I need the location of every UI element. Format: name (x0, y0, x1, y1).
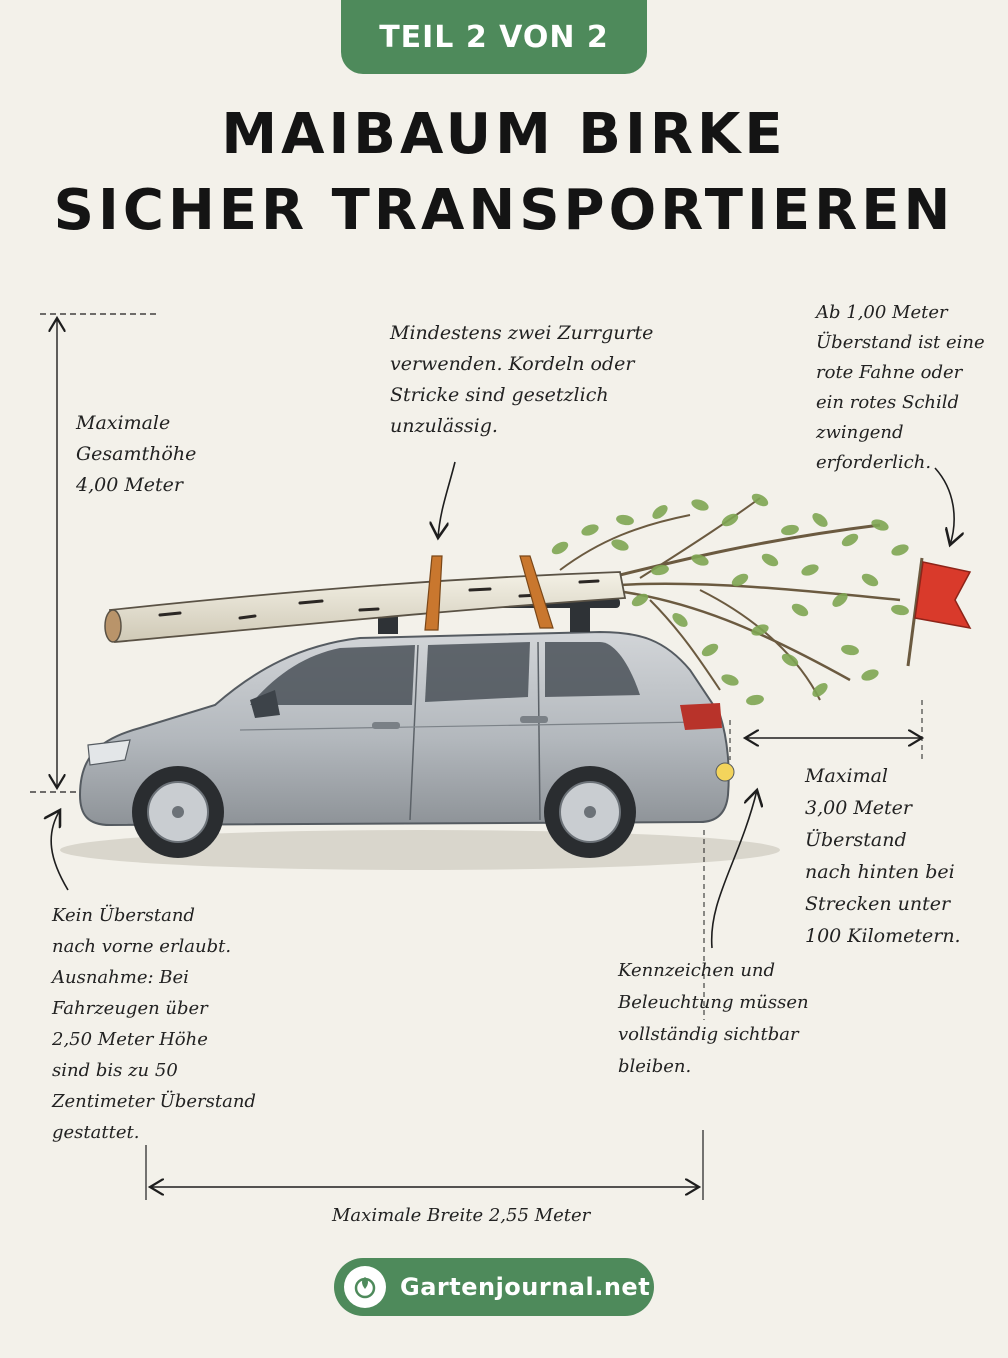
rear-overhang-note: Maximal 3,00 Meter Überstand nach hinten… (805, 765, 961, 947)
width-note: Maximale Breite 2,55 Meter (332, 1205, 591, 1226)
part-badge: TEIL 2 VON 2 (341, 0, 647, 74)
front-wheel (132, 766, 224, 858)
rear-wheel (544, 766, 636, 858)
brand-name: Gartenjournal.net (400, 1273, 651, 1301)
flag-note: Ab 1,00 Meter Überstand ist eine rote Fa… (816, 302, 985, 473)
title-line-2: SICHER TRANSPORTIEREN (53, 178, 955, 243)
height-dimension (30, 313, 160, 793)
birch-trunk (104, 571, 627, 643)
lights-note: Kennzeichen und Beleuchtung müssen volls… (618, 960, 809, 1077)
annotation-arrows (51, 461, 954, 949)
brand-footer[interactable]: Gartenjournal.net (334, 1258, 654, 1316)
sprout-icon (344, 1266, 386, 1308)
title-line-1: MAIBAUM BIRKE (221, 102, 787, 167)
birch-crown (551, 493, 909, 706)
lashing-straps (424, 555, 554, 631)
red-flag (906, 557, 972, 667)
height-note: Maximale Gesamthöhe 4,00 Meter (76, 412, 197, 496)
rear-overhang-dimension (729, 700, 922, 760)
width-dimension (145, 830, 705, 1200)
straps-note: Mindestens zwei Zurrgurte verwenden. Kor… (390, 322, 654, 437)
front-overhang-note: Kein Überstand nach vorne erlaubt. Ausna… (52, 905, 256, 1143)
car (78, 630, 735, 858)
